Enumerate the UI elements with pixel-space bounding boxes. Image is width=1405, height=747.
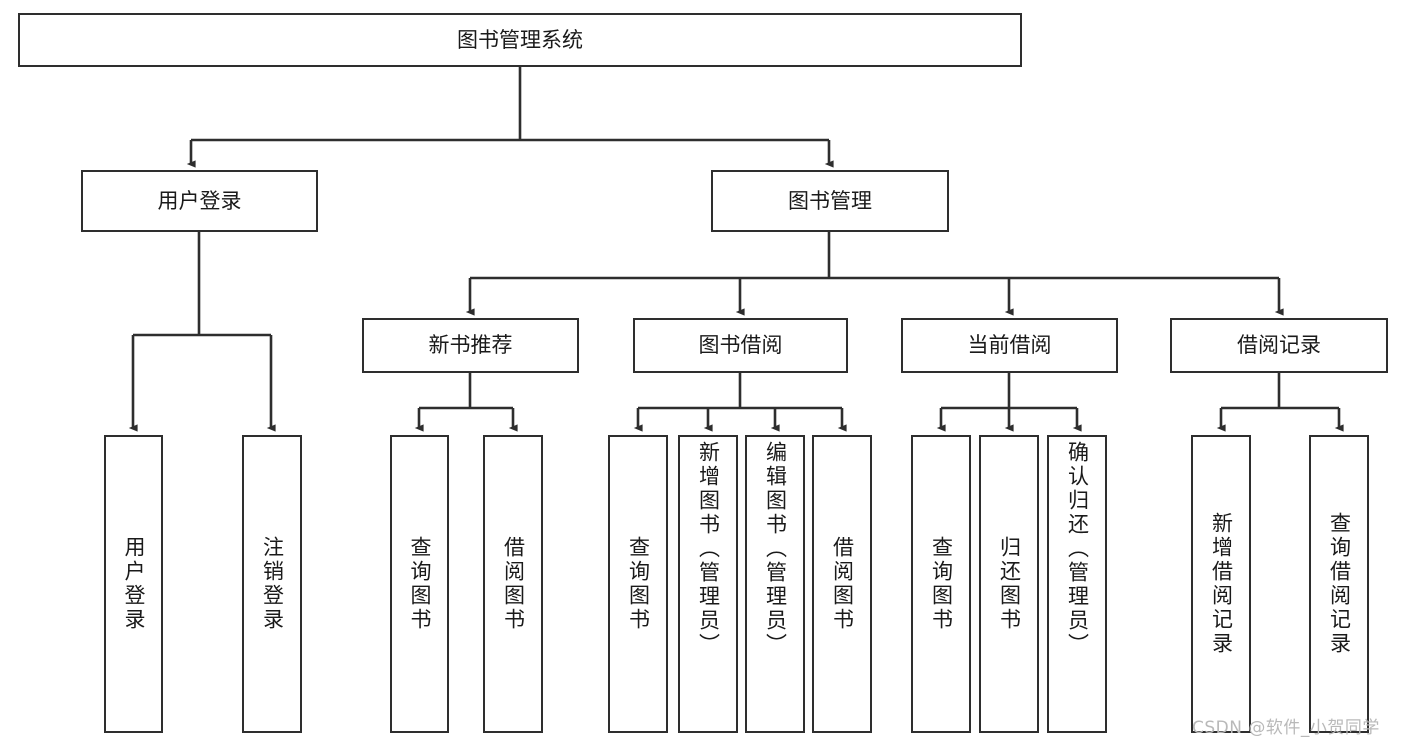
- node-borrow-record[interactable]: 借阅记录: [1170, 318, 1388, 373]
- node-label: 当前借阅: [967, 333, 1052, 358]
- node-label: 归还图书: [997, 536, 1022, 632]
- node-label: 借阅图书: [501, 536, 526, 632]
- node-label: 确认归还（管理员）: [1065, 441, 1090, 657]
- node-label: 编辑图书（管理员）: [763, 441, 788, 657]
- leaf-add-borrow-record[interactable]: 新增借阅记录: [1191, 435, 1251, 733]
- node-label: 新增借阅记录: [1209, 512, 1234, 656]
- leaf-user-login[interactable]: 用户登录: [104, 435, 163, 733]
- node-label: 用户登录: [157, 188, 242, 213]
- node-label: 查询图书: [929, 536, 954, 632]
- leaf-confirm-return-admin[interactable]: 确认归还（管理员）: [1047, 435, 1107, 733]
- node-current-borrow[interactable]: 当前借阅: [901, 318, 1118, 373]
- node-label: 图书借阅: [698, 333, 783, 358]
- leaf-return-book[interactable]: 归还图书: [979, 435, 1039, 733]
- node-label: 查询图书: [408, 536, 432, 632]
- node-root-book-management-system[interactable]: 图书管理系统: [18, 13, 1022, 67]
- node-label: 查询图书: [626, 536, 651, 632]
- node-label: 借阅记录: [1237, 333, 1321, 358]
- node-label: 查询借阅记录: [1327, 512, 1352, 656]
- leaf-query-book-borrow[interactable]: 查询图书: [608, 435, 668, 733]
- leaf-query-borrow-record[interactable]: 查询借阅记录: [1309, 435, 1369, 733]
- node-book-management[interactable]: 图书管理: [711, 170, 949, 232]
- leaf-query-book-current[interactable]: 查询图书: [911, 435, 971, 733]
- csdn-watermark: CSDN @软件_小贺同学: [1192, 718, 1380, 738]
- leaf-logout[interactable]: 注销登录: [242, 435, 302, 733]
- node-new-book-recommend[interactable]: 新书推荐: [362, 318, 579, 373]
- node-user-login[interactable]: 用户登录: [81, 170, 318, 232]
- node-label: 借阅图书: [830, 536, 855, 632]
- leaf-add-book-admin[interactable]: 新增图书（管理员）: [678, 435, 738, 733]
- node-label: 图书管理: [788, 188, 872, 213]
- leaf-query-book-recommend[interactable]: 查询图书: [390, 435, 449, 733]
- node-label: 图书管理系统: [457, 27, 583, 52]
- node-label: 用户登录: [122, 536, 146, 632]
- leaf-borrow-book-recommend[interactable]: 借阅图书: [483, 435, 543, 733]
- leaf-edit-book-admin[interactable]: 编辑图书（管理员）: [745, 435, 805, 733]
- node-label: 注销登录: [260, 536, 285, 632]
- node-book-borrow[interactable]: 图书借阅: [633, 318, 848, 373]
- leaf-borrow-book[interactable]: 借阅图书: [812, 435, 872, 733]
- node-label: 新书推荐: [428, 333, 513, 358]
- node-label: 新增图书（管理员）: [696, 441, 721, 657]
